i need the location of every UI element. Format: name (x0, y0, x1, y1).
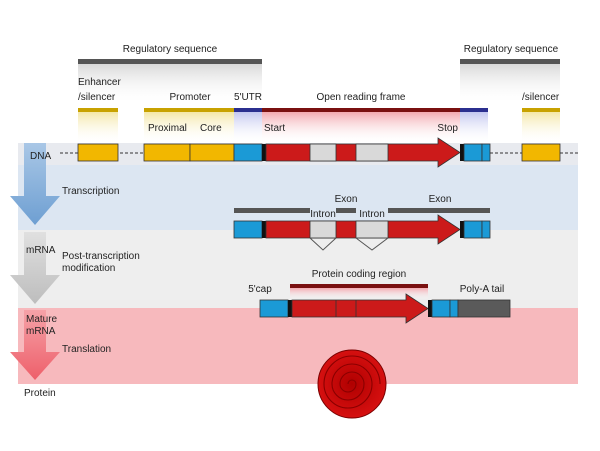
dna-intron-1 (309, 143, 337, 162)
intron-right-label: Intron (359, 209, 385, 220)
polya-label: Poly-A tail (460, 284, 504, 295)
silencer-right-shade (522, 112, 560, 144)
utr5-bar (234, 108, 262, 112)
stage-protein-label: Protein (24, 388, 56, 399)
enhancer-shade (78, 112, 118, 144)
start-label: Start (264, 123, 285, 134)
promoter-shade (144, 112, 234, 144)
stage-post-transcription-label-1: Post-transcription (62, 251, 140, 262)
dna-stop-marker (460, 144, 464, 161)
pre-mrna-exon-bar-3 (388, 208, 490, 213)
pre-mrna-utr3-2 (481, 220, 491, 239)
mature-start-marker (288, 300, 292, 317)
utr5-label: 5'UTR (234, 92, 262, 103)
dna-intron-2 (355, 143, 389, 162)
exon-top-label: Exon (335, 194, 358, 205)
silencer-right-label: /silencer (522, 92, 560, 103)
pre-mrna-intron-2 (355, 220, 389, 239)
cap-label: 5'cap (248, 284, 272, 295)
stage-translation-label: Translation (62, 344, 111, 355)
utr3-bar (460, 108, 488, 112)
utr3-shade (460, 112, 488, 144)
pre-mrna-exon-bar-2 (336, 208, 356, 213)
dna-start-marker (262, 144, 266, 161)
enhancer-label-1: Enhancer (78, 77, 121, 88)
polya-tail (457, 299, 511, 318)
protein-coding-shade (290, 288, 428, 300)
dna-utr3-block-2 (481, 143, 491, 162)
dna-silencer-block (521, 143, 561, 162)
enhancer-bar (78, 108, 118, 112)
pre-mrna-exon-bar-1 (234, 208, 310, 213)
regulatory-right-shade (460, 64, 560, 104)
stage-mrna-label: mRNA (26, 245, 56, 256)
mature-orf-arrow (291, 293, 429, 324)
exon-right-label: Exon (429, 194, 452, 205)
dna-utr3-block-1 (463, 143, 483, 162)
silencer-right-bar (522, 108, 560, 112)
stage-post-transcription-label-2: modification (62, 263, 115, 274)
stage-mature-label-2: mRNA (26, 326, 56, 337)
stage-mature-label-1: Mature (26, 314, 58, 325)
protein-globule (317, 349, 387, 419)
enhancer-label-2: /silencer (78, 92, 116, 103)
pre-mrna-stop-marker (460, 221, 464, 238)
transcription-band (18, 165, 578, 230)
regulatory-right-bar (460, 59, 560, 64)
pre-mrna-start-marker (262, 221, 266, 238)
pre-mrna-utr3-1 (463, 220, 483, 239)
stop-label: Stop (437, 123, 458, 134)
orf-label: Open reading frame (317, 92, 406, 103)
intron-left-label: Intron (310, 209, 336, 220)
pre-mrna-utr5 (233, 220, 263, 239)
promoter-bar (144, 108, 234, 112)
translation-arrow (10, 310, 60, 380)
mature-stop-marker (428, 300, 432, 317)
orf-shade (262, 112, 460, 144)
regulatory-left-label: Regulatory sequence (123, 44, 218, 55)
mature-utr3-2 (449, 299, 459, 318)
orf-bar (262, 108, 460, 112)
utr5-shade (234, 112, 262, 144)
dna-core-block (189, 143, 235, 162)
dna-proximal-block (143, 143, 191, 162)
stage-transcription-label: Transcription (62, 186, 119, 197)
stage-dna-label: DNA (30, 151, 51, 162)
regulatory-left-shade (78, 64, 262, 104)
promoter-label: Promoter (169, 92, 211, 103)
proximal-label: Proximal (148, 123, 187, 134)
post-transcription-arrow (10, 232, 60, 304)
transcription-arrow (10, 143, 60, 225)
translation-band (18, 308, 578, 384)
protein-coding-label: Protein coding region (312, 269, 407, 280)
mature-utr5 (259, 299, 289, 318)
dna-utr5-block (233, 143, 263, 162)
core-label: Core (200, 123, 222, 134)
mature-utr3-1 (431, 299, 451, 318)
dna-enhancer-block (77, 143, 119, 162)
protein-coding-bar (290, 284, 428, 288)
regulatory-left-bar (78, 59, 262, 64)
splice-loop-2 (355, 237, 389, 251)
pre-mrna-intron-1 (309, 220, 337, 239)
splice-loop-1 (309, 237, 337, 251)
regulatory-right-label: Regulatory sequence (464, 44, 559, 55)
